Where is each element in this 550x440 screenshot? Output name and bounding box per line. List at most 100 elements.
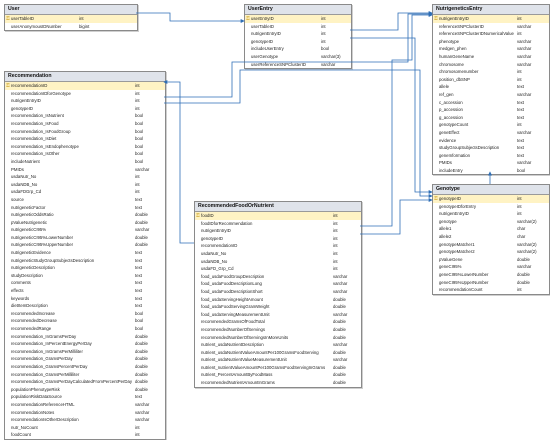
table-row[interactable]: nutrient_usdaNutrientValueMeasurementUni…	[195, 356, 361, 364]
table-row[interactable]: geneCI95%varchar	[433, 263, 549, 271]
table-row[interactable]: nutrient_usdaNutrientValueAmountPer100Gr…	[195, 349, 361, 357]
table-row[interactable]: nutrigeneticCI95%varchar	[5, 226, 165, 234]
table-row[interactable]: recommendation_GramsPerDayCalculatedFrom…	[5, 378, 165, 386]
table-row[interactable]: nutrient_nutrientValueAmountPer100GramsF…	[195, 364, 361, 372]
table-row[interactable]: nutrigeneticStudyGroupSubjectsDescriptio…	[5, 257, 165, 265]
